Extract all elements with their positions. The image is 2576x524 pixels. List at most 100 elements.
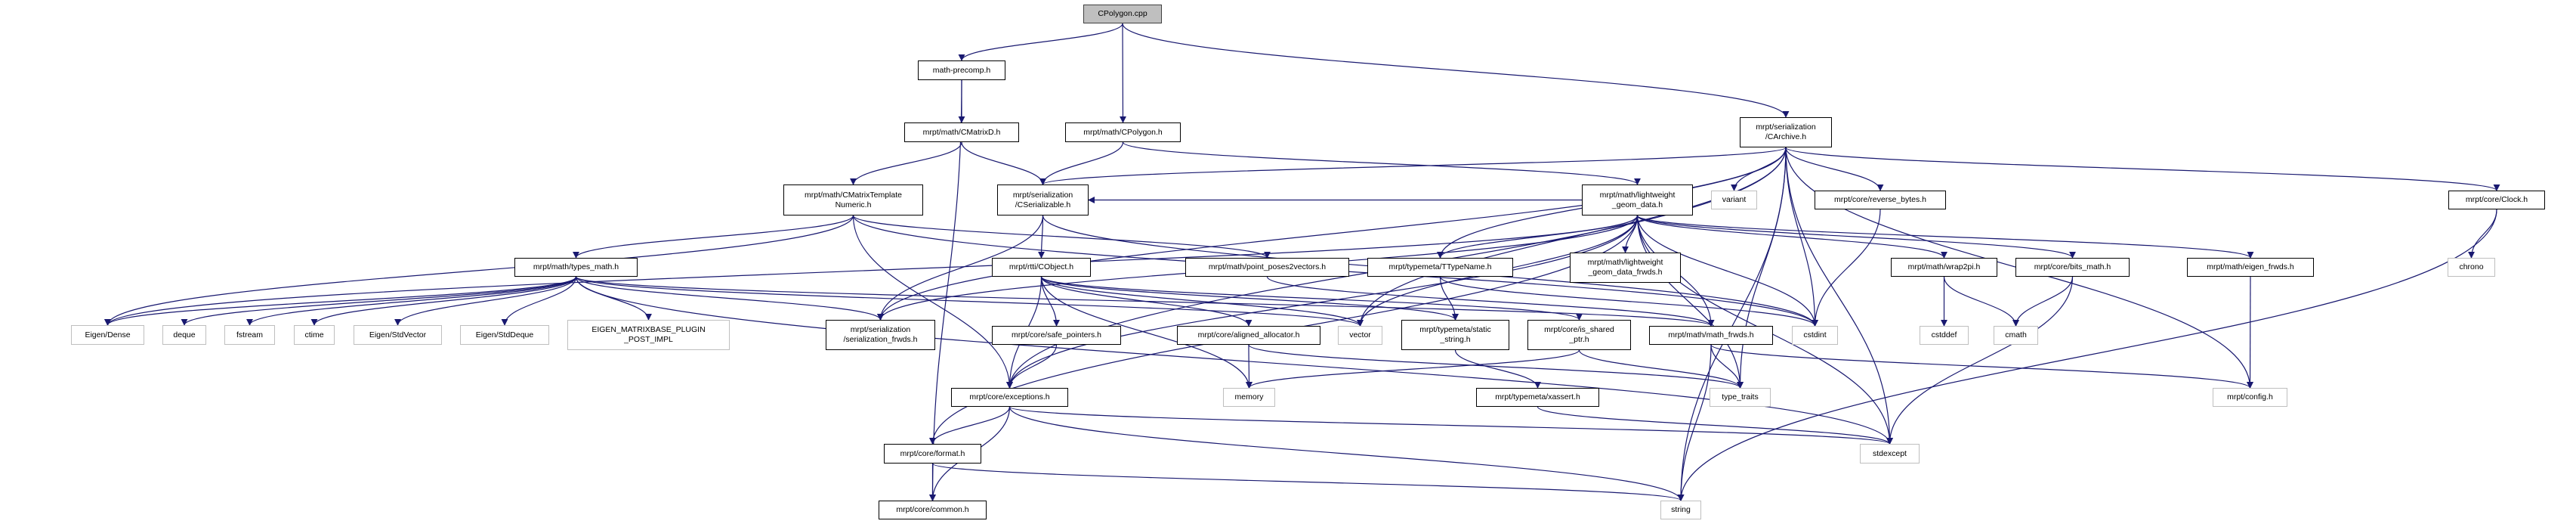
edge-cpp-to-precomp	[958, 23, 1123, 61]
graph-node-aligned[interactable]: mrpt/core/aligned_allocator.h	[1177, 326, 1320, 345]
edge-cmatrixd-to-cmtn	[850, 141, 962, 185]
edge-lgd-to-bits_math	[1636, 215, 2076, 259]
graph-node-is-shared[interactable]: mrpt/core/is_shared _ptr.h	[1527, 320, 1631, 350]
graph-node-stdvector: Eigen/StdVector	[354, 325, 442, 345]
edge-cobject-to-aligned	[1040, 276, 1252, 327]
graph-node-types-math[interactable]: mrpt/math/types_math.h	[514, 258, 638, 277]
graph-node-string: string	[1660, 501, 1701, 519]
graph-node-deque: deque	[162, 325, 206, 345]
edge-types_math-to-stdexcept	[575, 276, 1893, 445]
graph-node-eigen-dense: Eigen/Dense	[71, 325, 144, 345]
edge-lgd-to-eigen_frwds	[1636, 215, 2254, 259]
graph-node-cmtn[interactable]: mrpt/math/CMatrixTemplate Numeric.h	[783, 184, 923, 215]
graph-node-config: mrpt/config.h	[2213, 388, 2287, 407]
edge-math_frwds-to-string	[1677, 344, 1712, 501]
edge-lgd-to-ttypename	[1437, 215, 1639, 259]
graph-node-stddeque: Eigen/StdDeque	[460, 325, 549, 345]
graph-node-xassert[interactable]: mrpt/typemeta/xassert.h	[1476, 388, 1599, 407]
edge-cser-to-ser_frwds	[877, 215, 1044, 321]
edge-types_math-to-ctime	[310, 276, 577, 326]
graph-node-cobject[interactable]: mrpt/rtti/CObject.h	[992, 258, 1091, 277]
graph-node-ctime: ctime	[294, 325, 335, 345]
graph-node-cser[interactable]: mrpt/serialization /CSerializable.h	[997, 184, 1089, 215]
graph-node-eigen-frwds[interactable]: mrpt/math/eigen_frwds.h	[2187, 258, 2314, 277]
graph-node-common[interactable]: mrpt/core/common.h	[879, 501, 987, 519]
graph-node-carchive[interactable]: mrpt/serialization /CArchive.h	[1740, 117, 1832, 147]
edge-carchive-to-ser_frwds	[877, 147, 1787, 321]
edge-format-to-string	[931, 463, 1685, 501]
edge-lgd-to-type_traits	[1636, 215, 1744, 389]
graph-node-cmath: cmath	[1994, 326, 2038, 345]
edge-is_shared-to-type_traits	[1578, 349, 1744, 389]
edge-math_frwds-to-config	[1710, 344, 2253, 389]
edge-cobject-to-is_shared	[1040, 276, 1583, 321]
graph-node-eigen-plugin: EIGEN_MATRIXBASE_PLUGIN _POST_IMPL	[567, 320, 730, 350]
edge-ttypename-to-cstdint	[1439, 276, 1818, 327]
edge-types_math-to-stdvector	[394, 276, 577, 326]
edge-types_math-to-eigen_dense	[104, 276, 577, 326]
graph-node-wrap2pi[interactable]: mrpt/math/wrap2pi.h	[1891, 258, 1997, 277]
graph-node-lgd[interactable]: mrpt/math/lightweight _geom_data.h	[1582, 184, 1693, 215]
graph-node-lgdf[interactable]: mrpt/math/lightweight _geom_data_frwds.h	[1570, 253, 1681, 283]
graph-node-revbytes[interactable]: mrpt/core/reverse_bytes.h	[1815, 191, 1946, 209]
edge-carchive-to-cser	[1039, 147, 1787, 185]
graph-node-cpolygon-h[interactable]: mrpt/math/CPolygon.h	[1065, 122, 1181, 142]
graph-node-stdexcept: stdexcept	[1860, 444, 1920, 464]
graph-node-static-string[interactable]: mrpt/typemeta/static _string.h	[1401, 320, 1509, 350]
edge-carchive-to-type_traits	[1737, 147, 1787, 389]
graph-node-cpp: CPolygon.cpp	[1083, 5, 1162, 23]
edge-cpp-to-carchive	[1122, 23, 1790, 118]
graph-node-vector: vector	[1338, 326, 1382, 345]
edge-precomp-to-common	[929, 79, 962, 501]
edge-cmtn-to-pp2v	[852, 215, 1271, 259]
graph-node-clock[interactable]: mrpt/core/Clock.h	[2448, 191, 2545, 209]
edge-ttypename-to-static_string	[1439, 276, 1459, 321]
edge-types_math-to-vector	[575, 276, 1364, 327]
edge-aligned-to-type_traits	[1248, 344, 1744, 389]
edge-is_shared-to-memory	[1246, 349, 1580, 389]
graph-node-math-frwds[interactable]: mrpt/math/math_frwds.h	[1649, 326, 1773, 345]
graph-node-ser-frwds[interactable]: mrpt/serialization /serialization_frwds.…	[826, 320, 935, 350]
edge-types_math-to-stddeque	[501, 276, 577, 326]
edge-wrap2pi-to-cmath	[1943, 276, 2019, 327]
edge-xassert-to-stdexcept	[1537, 406, 1893, 445]
edge-cmtn-to-eigen_dense	[104, 215, 854, 326]
graph-node-memory: memory	[1223, 388, 1275, 407]
edge-carchive-to-clock	[1785, 147, 2500, 191]
edge-cobject-to-memory	[1040, 276, 1252, 389]
edge-cobject-to-vector	[1040, 276, 1364, 327]
edge-revbytes-to-cstdint	[1812, 209, 1881, 327]
graph-node-cmatrixd[interactable]: mrpt/math/CMatrixD.h	[904, 122, 1019, 142]
edge-cobject-to-static_string	[1040, 276, 1459, 321]
graph-node-exceptions[interactable]: mrpt/core/exceptions.h	[951, 388, 1068, 407]
edge-exceptions-to-format	[929, 406, 1011, 445]
graph-node-safe-ptr[interactable]: mrpt/core/safe_pointers.h	[992, 326, 1121, 345]
graph-node-ttypename[interactable]: mrpt/typemeta/TTypeName.h	[1367, 258, 1513, 277]
graph-node-bits-math[interactable]: mrpt/core/bits_math.h	[2015, 258, 2130, 277]
graph-node-variant: variant	[1711, 191, 1757, 209]
graph-node-precomp[interactable]: math-precomp.h	[918, 60, 1005, 80]
graph-node-format[interactable]: mrpt/core/format.h	[884, 444, 981, 464]
edge-math_frwds-to-type_traits	[1710, 344, 1744, 389]
graph-node-pp2v[interactable]: mrpt/math/point_poses2vectors.h	[1185, 258, 1349, 277]
edge-cmtn-to-types_math	[573, 215, 854, 259]
edge-lgd-to-eigen_dense	[104, 215, 1639, 326]
edge-cmatrixd-to-cser	[961, 141, 1046, 185]
edge-cobject-to-safe_ptr	[1040, 276, 1060, 327]
edge-carchive-to-vector	[1357, 147, 1787, 327]
graph-node-chrono: chrono	[2448, 258, 2495, 277]
edge-types_math-to-deque	[181, 276, 577, 326]
edge-carchive-to-stdexcept	[1785, 147, 1893, 445]
graph-node-fstream: fstream	[224, 325, 275, 345]
edge-lgd-to-cstdint	[1636, 215, 1818, 327]
graph-node-type-traits: type_traits	[1710, 388, 1771, 407]
graph-node-cstdint: cstdint	[1792, 326, 1838, 345]
edge-eigen_frwds-to-config	[2247, 276, 2254, 389]
edge-exceptions-to-stdexcept	[1008, 406, 1893, 445]
edge-clock-to-string	[1677, 209, 2497, 501]
edge-types_math-to-fstream	[246, 276, 577, 326]
edge-static_string-to-xassert	[1454, 349, 1541, 389]
graph-node-cstddef: cstddef	[1920, 326, 1969, 345]
edge-bits_math-to-cmath	[2012, 276, 2074, 327]
